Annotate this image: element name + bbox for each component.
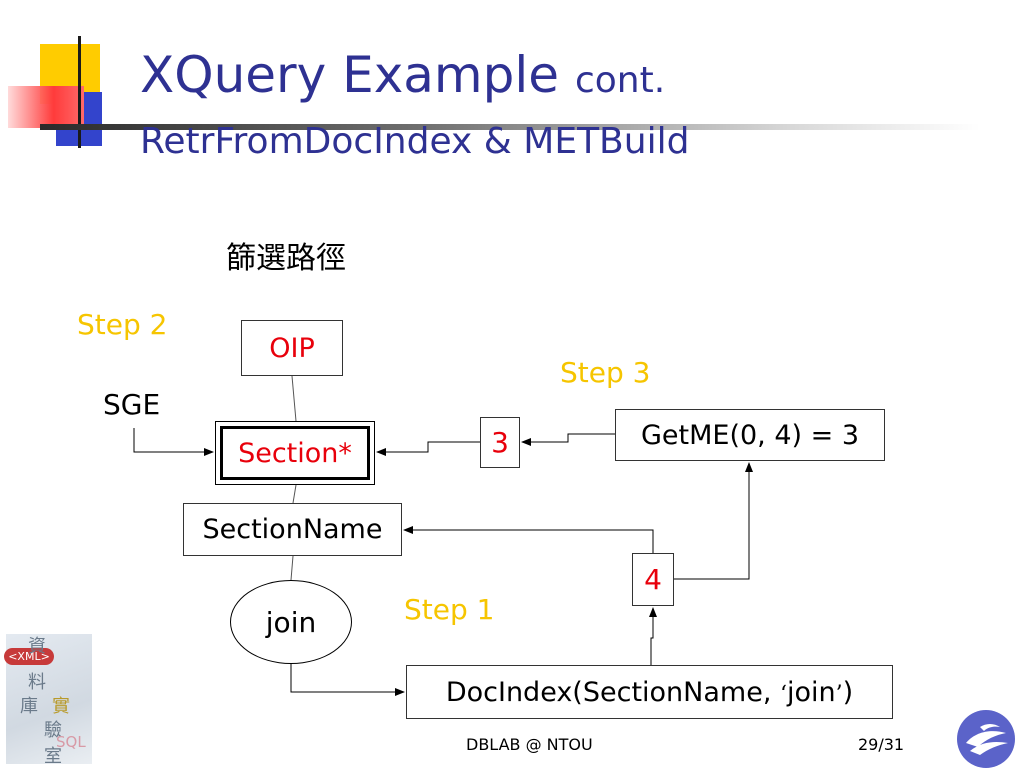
section-inner: Section* [220, 426, 370, 480]
title-cont: cont. [574, 60, 666, 101]
logo-xml-badge: <XML> [4, 648, 54, 665]
footer-page-number: 29/31 [858, 735, 905, 754]
section-text: Section* [238, 437, 352, 469]
footer-center: DBLAB @ NTOU [466, 735, 593, 754]
tree-edge-name-join [290, 555, 294, 581]
arrow-docindex-4 [649, 607, 657, 665]
section-node: Section* [215, 421, 375, 485]
logo-char-3: 庫 [20, 696, 38, 717]
arrow-4-getme [674, 462, 753, 580]
dblab-logo: <XML> 資 料 庫 實 驗 室 SQL [2, 630, 96, 768]
oip-text: OIP [269, 332, 315, 364]
docindex-close-quote: ’ [835, 681, 843, 707]
badge-3-text: 3 [491, 425, 509, 459]
decor-vertical-line [78, 36, 81, 148]
badge-4-text: 4 [644, 562, 662, 596]
title-underline [40, 124, 980, 130]
docindex-text: DocIndex(SectionName, ‘join’) [446, 679, 853, 706]
chinese-caption: 篩選路徑 [226, 241, 346, 276]
docindex-open-quote: ‘ [779, 681, 787, 707]
title-main: XQuery Example [140, 46, 560, 104]
arrow-getme-3 [521, 433, 615, 446]
tree-edge-oip-section [291, 375, 297, 422]
sectionname-node: SectionName [183, 503, 402, 556]
step1-label: Step 1 [404, 593, 495, 626]
docindex-suffix: ) [842, 676, 854, 708]
logo-char-6: 室 [44, 746, 62, 767]
logo-char-4: 實 [52, 696, 70, 717]
university-emblem-icon [956, 709, 1016, 769]
join-node: join [230, 580, 352, 664]
logo-char-2: 料 [28, 672, 46, 693]
arrow-3-section [376, 441, 480, 456]
logo-char-1: 資 [28, 636, 46, 657]
sectionname-text: SectionName [202, 514, 383, 545]
step2-label: Step 2 [77, 308, 168, 341]
badge-4: 4 [632, 553, 674, 606]
arrow-join-docindex [290, 664, 405, 696]
arrow-4-sectionname [403, 526, 654, 553]
tree-edge-section-name [292, 484, 297, 504]
oip-node: OIP [241, 320, 343, 376]
docindex-prefix: DocIndex(SectionName, [445, 676, 780, 708]
sge-label: SGE [103, 388, 161, 421]
docindex-node: DocIndex(SectionName, ‘join’) [406, 665, 893, 719]
badge-3: 3 [480, 417, 520, 468]
getme-text: GetME(0, 4) = 3 [640, 419, 860, 451]
docindex-word: join [786, 676, 836, 708]
step3-label: Step 3 [560, 356, 651, 389]
logo-sql-text: SQL [56, 733, 86, 751]
arrow-sge-section [133, 428, 214, 456]
logo-char-5: 驗 [44, 720, 62, 741]
page-subtitle: RetrFromDocIndex & METBuild [140, 121, 690, 162]
decor-red-bar [8, 86, 84, 128]
getme-node: GetME(0, 4) = 3 [615, 409, 885, 461]
join-text: join [265, 605, 317, 639]
page-title: XQuery Example cont. [140, 50, 665, 100]
